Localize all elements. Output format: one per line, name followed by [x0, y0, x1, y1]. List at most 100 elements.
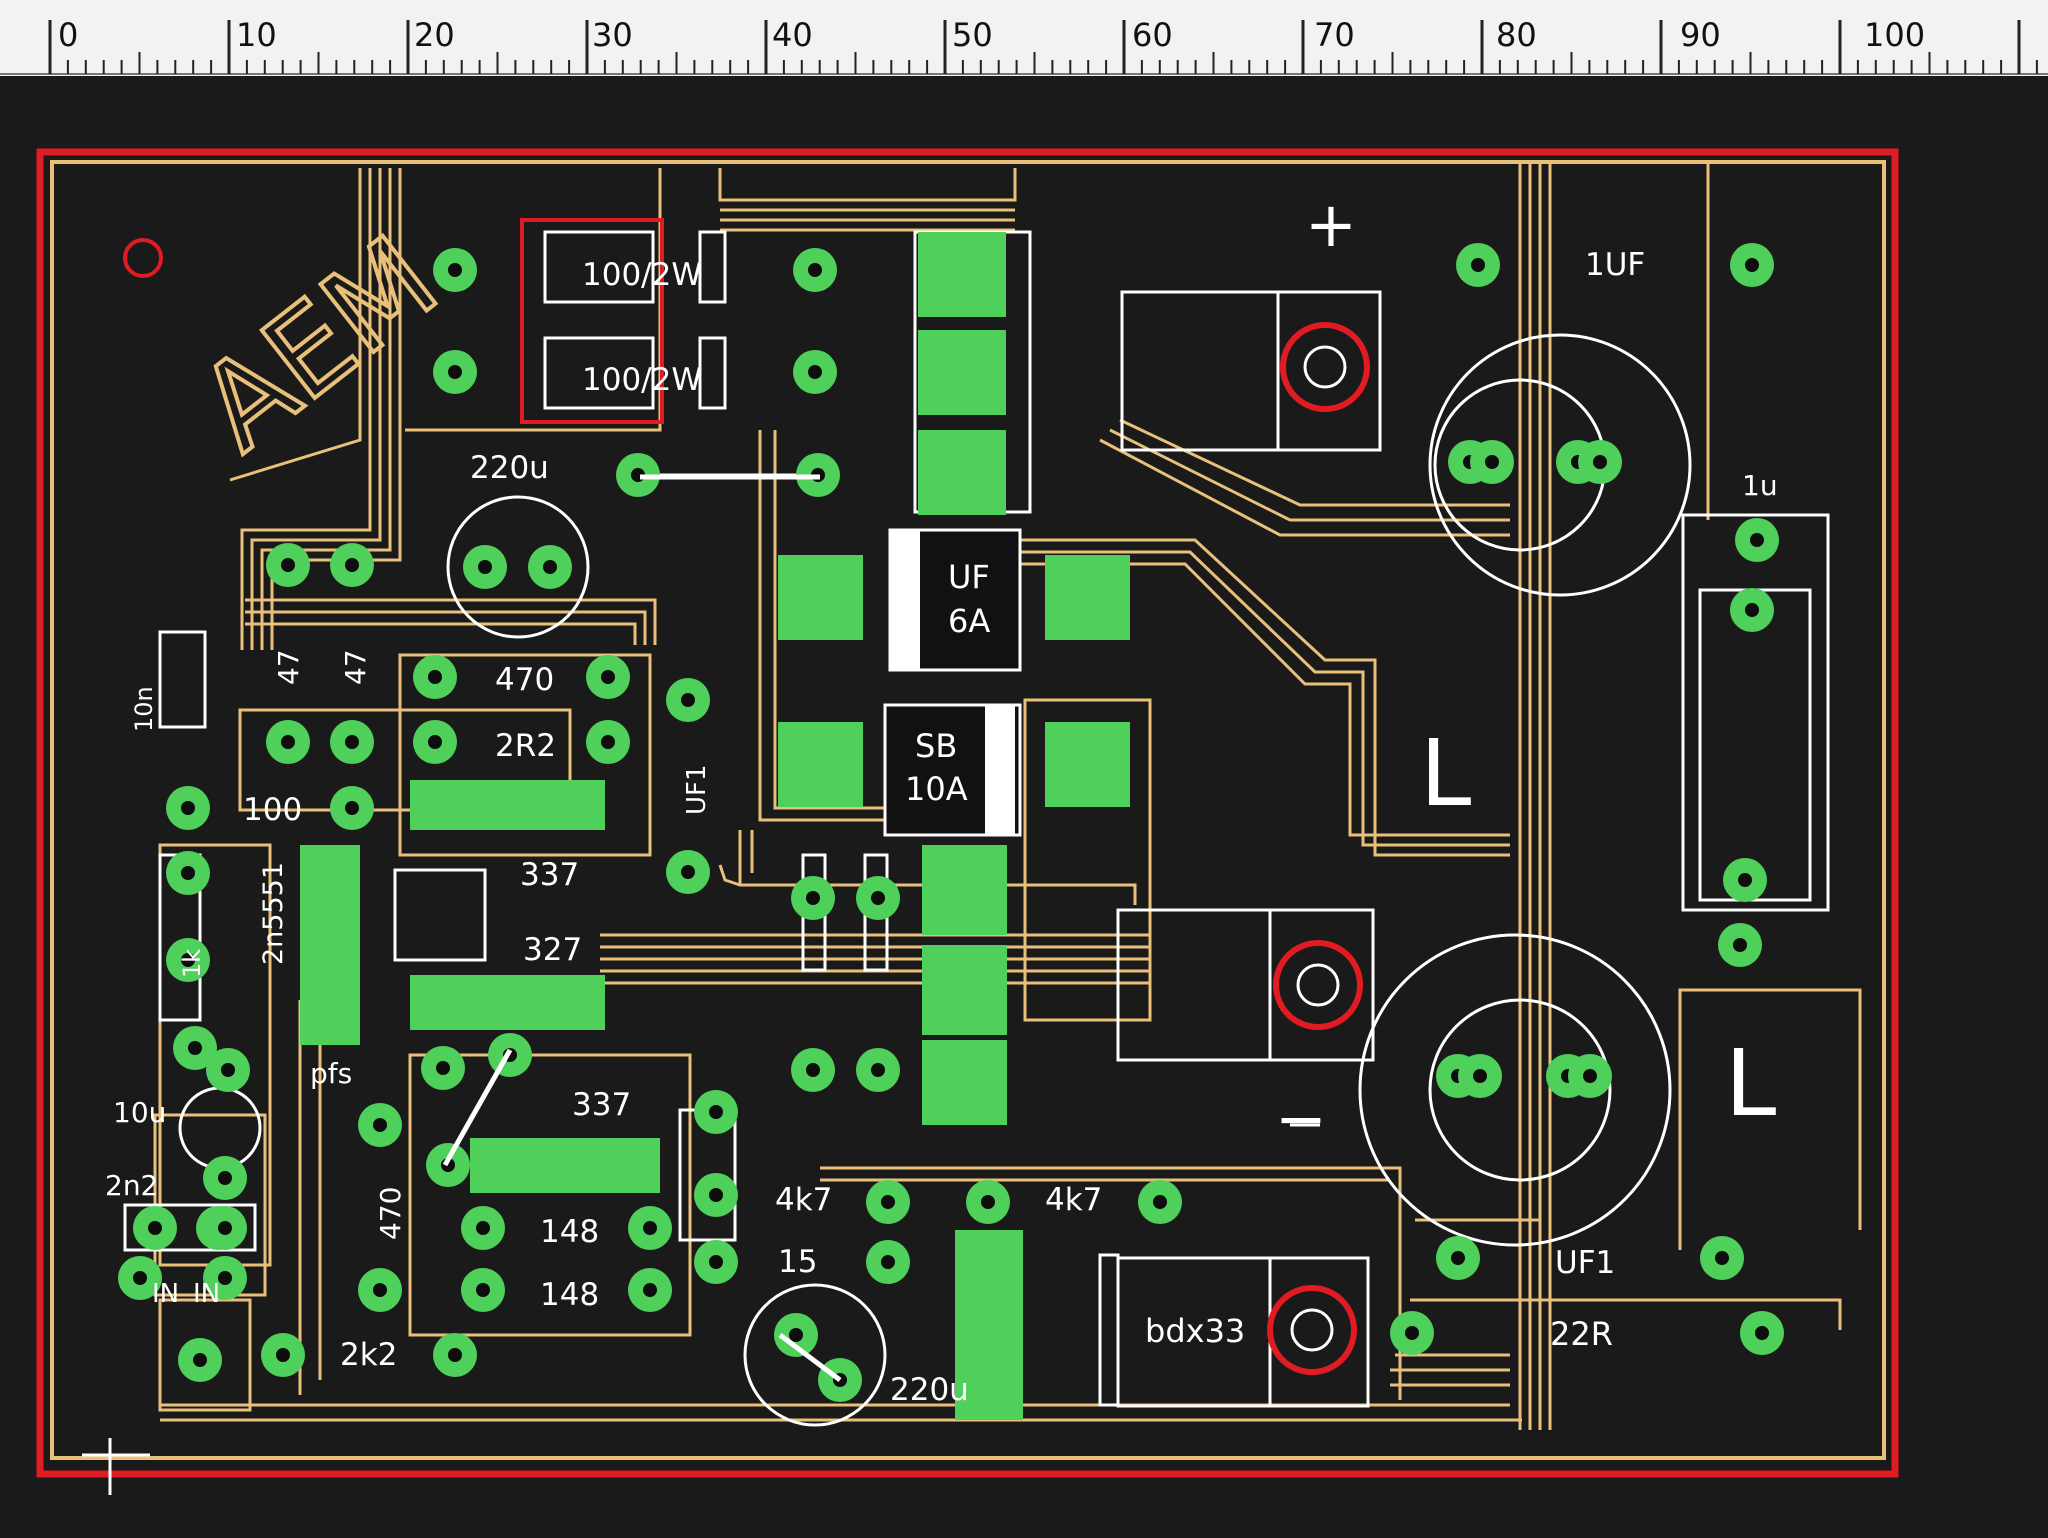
pad-hole	[476, 1283, 490, 1297]
pad-hole	[188, 1041, 202, 1055]
mounting-hole-bottom-inner	[1290, 1308, 1334, 1352]
pad-hole	[789, 1328, 803, 1342]
label-fuse-uf-2: 6A	[948, 602, 990, 640]
pad-hole	[806, 1063, 820, 1077]
ruler-label: 30	[592, 16, 633, 54]
pad-hole	[181, 801, 195, 815]
logo-frame	[229, 168, 362, 482]
large-pads	[300, 232, 1130, 1420]
pad-hole	[1405, 1326, 1419, 1340]
ruler-label: 90	[1680, 16, 1721, 54]
pad-hole	[1755, 1326, 1769, 1340]
pad-hole	[1593, 455, 1607, 469]
label-1uf: 1UF	[1585, 247, 1645, 283]
component-labels: 100/2W 100/2W 220u 1UF 1u 10n 47 47 470 …	[105, 188, 1778, 1408]
pad-hole	[601, 735, 615, 749]
board-outline-inner	[50, 160, 1886, 1460]
trace-bundle-right	[1000, 418, 1510, 857]
pad-hole	[281, 558, 295, 572]
label-100-2w-a: 100/2W	[582, 257, 702, 293]
ruler-label: 0	[58, 16, 79, 54]
ruler-label: 20	[414, 16, 455, 54]
bdx33-tab	[1098, 1253, 1120, 1407]
pad-hole	[448, 365, 462, 379]
label-15: 15	[778, 1244, 817, 1280]
label-pfs: pfs	[310, 1057, 352, 1090]
label-L-top: L	[1420, 720, 1471, 827]
mounting-hole-bottom	[1267, 1285, 1357, 1375]
pad-hole	[881, 1195, 895, 1209]
label-in-b: IN	[193, 1279, 220, 1309]
round-pads	[118, 243, 1784, 1402]
pad-hole	[871, 891, 885, 905]
label-148-a: 148	[540, 1214, 599, 1250]
label-220u-bottom: 220u	[890, 1372, 969, 1408]
label-470: 470	[495, 662, 554, 698]
pad-hole	[643, 1283, 657, 1297]
selection-highlight[interactable]	[520, 218, 664, 424]
label-470-v: 470	[374, 1187, 407, 1240]
pad-hole	[181, 953, 195, 967]
label-2n2: 2n2	[105, 1169, 158, 1202]
pad-hole	[1750, 533, 1764, 547]
fuse-sb-band	[985, 705, 1015, 835]
pad-hole	[428, 735, 442, 749]
label-fuse-uf-1: UF	[948, 558, 990, 596]
pad-hole	[218, 1171, 232, 1185]
pad-hole	[643, 1221, 657, 1235]
pad-hole	[981, 1195, 995, 1209]
pad-hole	[871, 1063, 885, 1077]
jumper-220u-bottom	[778, 1333, 842, 1382]
ruler-label: 70	[1314, 16, 1355, 54]
horizontal-ruler: 0 10 20 30 40 50 60 70 80 90 100	[0, 0, 2048, 76]
label-minus: −	[1275, 1082, 1327, 1155]
pad-hole	[601, 670, 615, 684]
pad-hole	[478, 560, 492, 574]
pad-hole	[133, 1271, 147, 1285]
mounting-hole-middle-inner	[1296, 963, 1340, 1007]
ruler-label: 60	[1132, 16, 1173, 54]
label-bdx33: bdx33	[1145, 1312, 1245, 1350]
pad-hole	[1738, 873, 1752, 887]
pad-hole	[1153, 1195, 1167, 1209]
pad-hole	[681, 693, 695, 707]
pad-hole	[881, 1255, 895, 1269]
pad-hole	[448, 1348, 462, 1362]
pad-hole	[1583, 1069, 1597, 1083]
pad-hole	[373, 1118, 387, 1132]
pad-hole	[709, 1105, 723, 1119]
pad-hole	[1745, 258, 1759, 272]
ruler-tick-group	[48, 20, 2038, 74]
label-148-b: 148	[540, 1277, 599, 1313]
pcb-canvas[interactable]: AEM	[0, 76, 2048, 1538]
logo-text: AEM	[174, 210, 462, 477]
label-fuse-sb-2: 10A	[905, 770, 968, 808]
pad-hole	[709, 1188, 723, 1202]
label-22r: 22R	[1550, 1315, 1613, 1353]
pad-hole	[345, 801, 359, 815]
label-plus: +	[1305, 188, 1357, 261]
pad-hole	[1473, 1069, 1487, 1083]
label-4k7-a: 4k7	[775, 1182, 832, 1218]
pad-hole	[345, 735, 359, 749]
ruler-label: 40	[772, 16, 813, 54]
label-4k7-b: 4k7	[1045, 1182, 1102, 1218]
pad-hole	[806, 891, 820, 905]
label-100: 100	[243, 792, 302, 828]
label-100-2w-b: 100/2W	[582, 362, 702, 398]
ruler-label: 100	[1864, 16, 1926, 54]
jumper-337	[442, 1048, 513, 1167]
pad-hole	[218, 1221, 232, 1235]
pad-hole	[808, 263, 822, 277]
pad-hole	[1715, 1251, 1729, 1265]
pad-hole	[148, 1221, 162, 1235]
pad-hole	[448, 263, 462, 277]
mounting-hole-marker	[123, 238, 163, 278]
pad-hole	[476, 1221, 490, 1235]
fuse-uf-band	[890, 530, 920, 670]
pad-hole	[436, 1061, 450, 1075]
pad-hole	[428, 670, 442, 684]
pcb-layout-svg[interactable]: AEM	[0, 76, 2048, 1538]
ruler-ticks	[0, 20, 2048, 75]
pad-hole	[345, 558, 359, 572]
